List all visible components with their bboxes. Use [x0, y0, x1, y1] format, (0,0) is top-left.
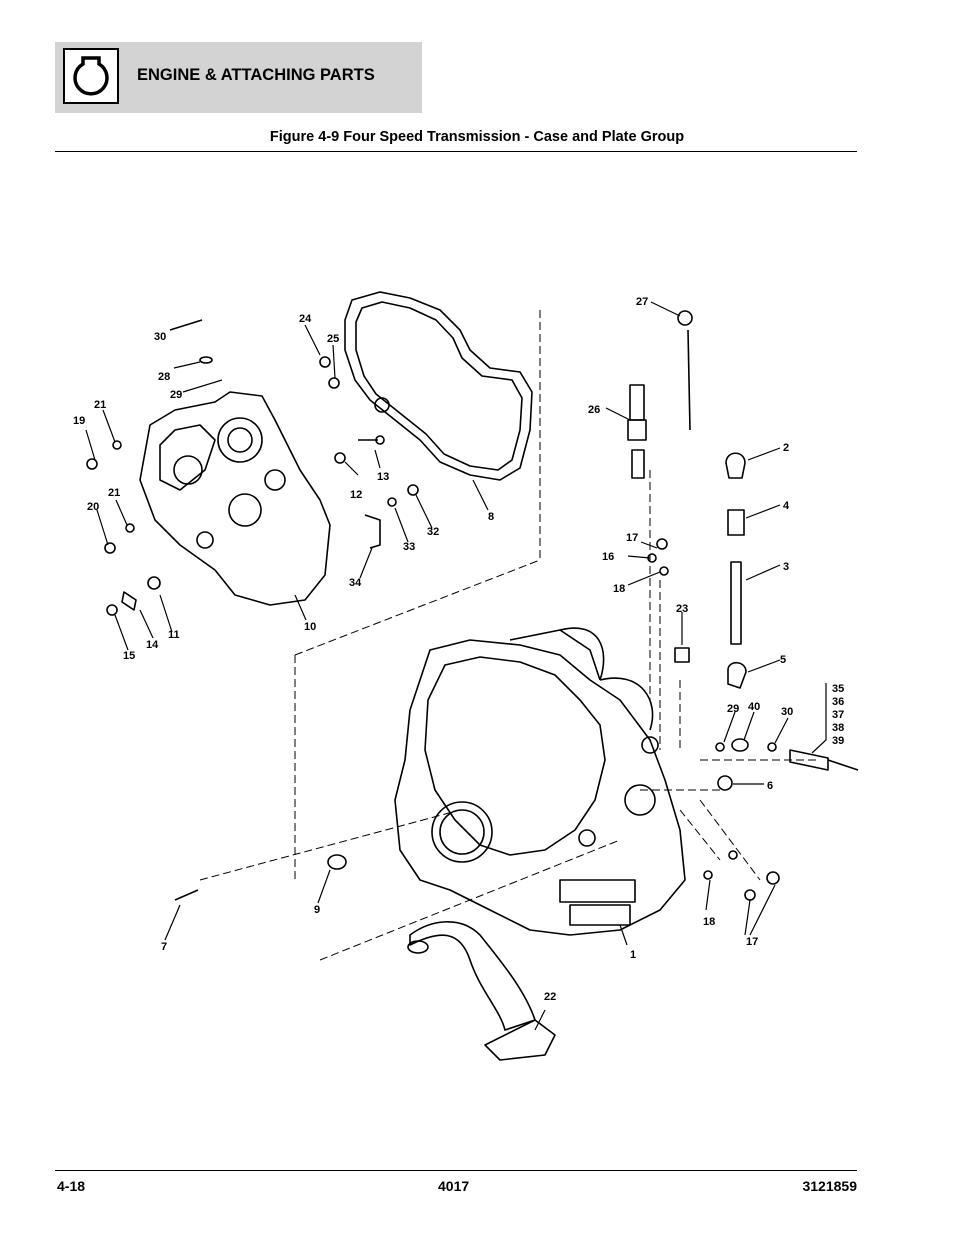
callout-35: 35 [832, 683, 844, 695]
callout-34: 34 [349, 577, 362, 589]
section-title: ENGINE & ATTACHING PARTS [137, 66, 375, 84]
callout-18a: 18 [613, 583, 625, 595]
callout-8: 8 [488, 511, 494, 523]
callout-30a: 30 [154, 331, 166, 343]
suction-tube [409, 921, 536, 1031]
footer-divider [55, 1170, 857, 1171]
callout-17b: 17 [746, 936, 758, 948]
callout-24: 24 [299, 313, 312, 325]
transmission-case [394, 639, 686, 936]
callout-2: 2 [783, 442, 789, 454]
callout-23: 23 [676, 603, 688, 615]
callout-36: 36 [832, 696, 844, 708]
callout-20: 20 [87, 501, 99, 513]
callout-16: 16 [602, 551, 614, 563]
engine-section-icon [63, 48, 119, 104]
callout-38: 38 [832, 722, 844, 734]
callout-6: 6 [767, 780, 773, 792]
callout-32: 32 [427, 526, 439, 538]
callout-17a: 17 [626, 532, 638, 544]
callout-4: 4 [783, 500, 790, 512]
model-number: 4017 [438, 1178, 470, 1194]
callout-14: 14 [146, 639, 159, 651]
callout-22: 22 [544, 991, 556, 1003]
callout-10: 10 [304, 621, 316, 633]
document-number: 3121859 [802, 1178, 857, 1194]
callout-15: 15 [123, 650, 135, 662]
callout-11: 11 [168, 629, 180, 641]
cover-plate [139, 391, 331, 606]
callout-30b: 30 [781, 706, 793, 718]
callout-9: 9 [314, 904, 320, 916]
callout-7: 7 [161, 941, 167, 953]
page-number: 4-18 [57, 1178, 86, 1194]
callout-25: 25 [327, 333, 339, 345]
callout-3: 3 [783, 561, 789, 573]
callout-33: 33 [403, 541, 415, 553]
callout-39: 39 [832, 735, 844, 747]
callout-29b: 29 [727, 703, 739, 715]
callout-21b: 21 [108, 487, 120, 499]
callout-21a: 21 [94, 399, 106, 411]
callout-13: 13 [377, 471, 389, 483]
callout-29a: 29 [170, 389, 182, 401]
callout-19: 19 [73, 415, 85, 427]
callout-37: 37 [832, 709, 844, 721]
callout-12: 12 [350, 489, 362, 501]
callout-28: 28 [158, 371, 170, 383]
callout-5: 5 [780, 654, 786, 666]
gasket [344, 291, 533, 481]
callout-1: 1 [630, 949, 636, 961]
figure-title: Figure 4-9 Four Speed Transmission - Cas… [269, 129, 685, 145]
header-divider [55, 151, 857, 152]
callout-27: 27 [636, 296, 648, 308]
callout-40: 40 [748, 701, 760, 713]
callout-26: 26 [588, 404, 600, 416]
callout-18b: 18 [703, 916, 715, 928]
